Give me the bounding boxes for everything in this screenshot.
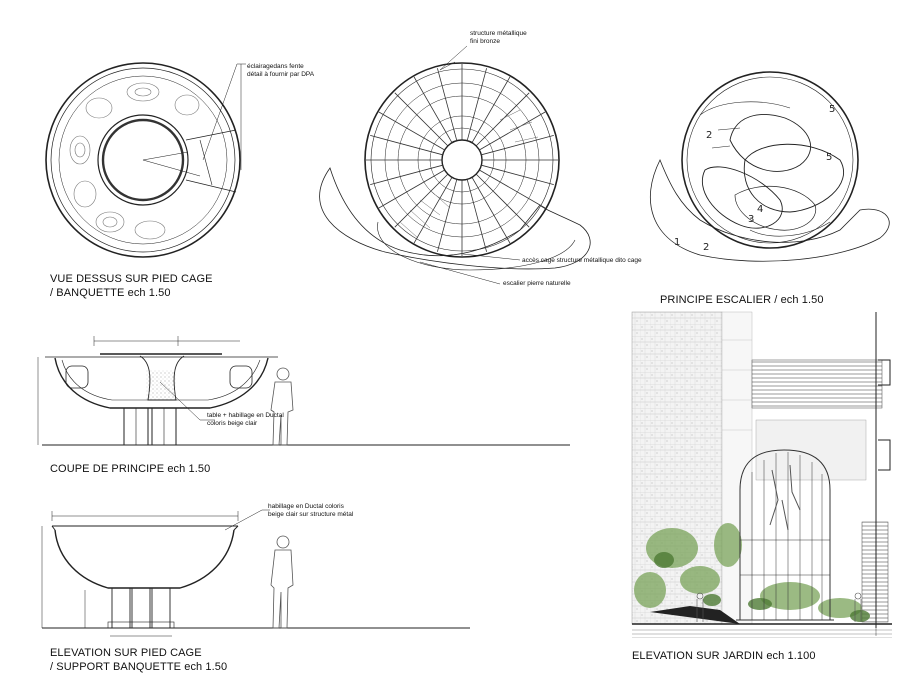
- step-number: 3: [748, 214, 754, 225]
- annotation-cage-access: accès cage structure métallique dito cag…: [522, 257, 642, 264]
- plan-stair-principle: [649, 71, 890, 262]
- step-number: 5: [829, 104, 835, 115]
- step-number: 5: [826, 152, 832, 163]
- caption-plan-top: VUE DESSUS SUR PIED CAGE / BANQUETTE ech…: [50, 273, 213, 299]
- plan-top-view: [45, 62, 246, 258]
- step-number: 1: [674, 237, 680, 248]
- plan-structure-view: [319, 45, 591, 285]
- annotation-table-ductal: table + habillage en Ductal coloris beig…: [207, 412, 284, 427]
- annotation-metal-structure: structure métallique fini bronze: [470, 30, 527, 45]
- caption-stair-principle: PRINCIPE ESCALIER / ech 1.50: [660, 294, 824, 306]
- caption-section: COUPE DE PRINCIPE ech 1.50: [50, 463, 211, 475]
- step-number: 2: [703, 242, 709, 253]
- elevation-garden-view: [631, 311, 892, 638]
- birdcage-structure: [736, 449, 834, 621]
- caption-elevation-garden: ELEVATION SUR JARDIN ech 1.100: [632, 650, 816, 662]
- annotation-lighting: éclairagedans fente détail à fournir par…: [247, 63, 315, 78]
- step-number: 2: [706, 130, 712, 141]
- stair-step-numbers: 1 2 3 4 5 5 2: [674, 104, 835, 253]
- annotation-pedestal-ductal: habillage en Ductal coloris beige clair …: [268, 503, 354, 518]
- human-figure-2: [270, 535, 294, 629]
- caption-elevation-pedestal: ELEVATION SUR PIED CAGE / SUPPORT BANQUE…: [50, 647, 228, 673]
- annotation-stone-stair: escalier pierre naturelle: [503, 280, 571, 287]
- elevation-pedestal-view: [41, 509, 470, 637]
- section-view: [37, 336, 570, 446]
- step-number: 4: [757, 204, 763, 215]
- human-figure: [270, 367, 294, 446]
